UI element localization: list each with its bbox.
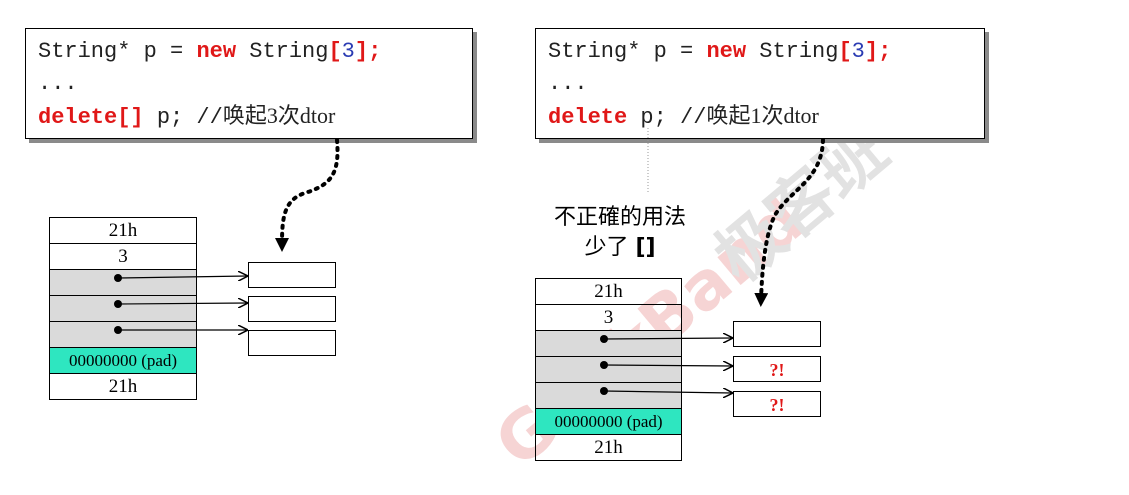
memory-padding: 00000000 (pad) [50,348,196,374]
string-object [733,321,821,347]
note-line-1: 不正確的用法 [553,205,686,230]
memory-cookie-bottom: 21h [108,376,138,397]
memory-pointer-slot [536,357,681,383]
right-pointer-arrows [600,335,732,395]
memory-cookie-top: 21h [536,279,681,305]
string-object [248,262,336,288]
memory-pointer-slot [50,322,196,348]
right-code-line-3: delete p; //唤起1次dtor [548,103,819,130]
memory-array-count: 3 [50,244,196,270]
left-code-box: String* p = new String[3]; ... delete[] … [25,28,473,139]
memory-padding: 00000000 (pad) [536,409,681,435]
left-memory-block: 21h 3 00000000 (pad) 21h [49,217,197,400]
memory-cookie-top: 21h [50,218,196,244]
string-object-leaked: ?! [733,391,821,417]
memory-pointer-slot [536,383,681,409]
left-code-line-2: ... [38,71,78,96]
right-memory-block: 21h 3 00000000 (pad) 21h [535,278,682,461]
string-object-leaked: ?! [733,356,821,382]
left-code-line-1: String* p = new String[3]; [38,39,382,64]
right-dtor-dotted-arrow [754,138,825,307]
note-line-2: 少了 [] [584,235,656,260]
memory-cookie-bottom: 21h [594,437,623,458]
memory-array-count: 3 [536,305,681,331]
left-pointer-arrows [114,274,247,334]
right-code-line-1: String* p = new String[3]; [548,39,892,64]
incorrect-usage-note: 不正確的用法 少了 [] [530,203,710,263]
right-code-line-2: ... [548,71,588,96]
memory-pointer-slot [536,331,681,357]
memory-pointer-slot [50,296,196,322]
left-dtor-dotted-arrow [275,138,340,252]
left-code-line-3: delete[] p; //唤起3次dtor [38,103,336,130]
memory-pointer-slot [50,270,196,296]
string-object [248,330,336,356]
string-object [248,296,336,322]
right-code-box: String* p = new String[3]; ... delete p;… [535,28,985,139]
